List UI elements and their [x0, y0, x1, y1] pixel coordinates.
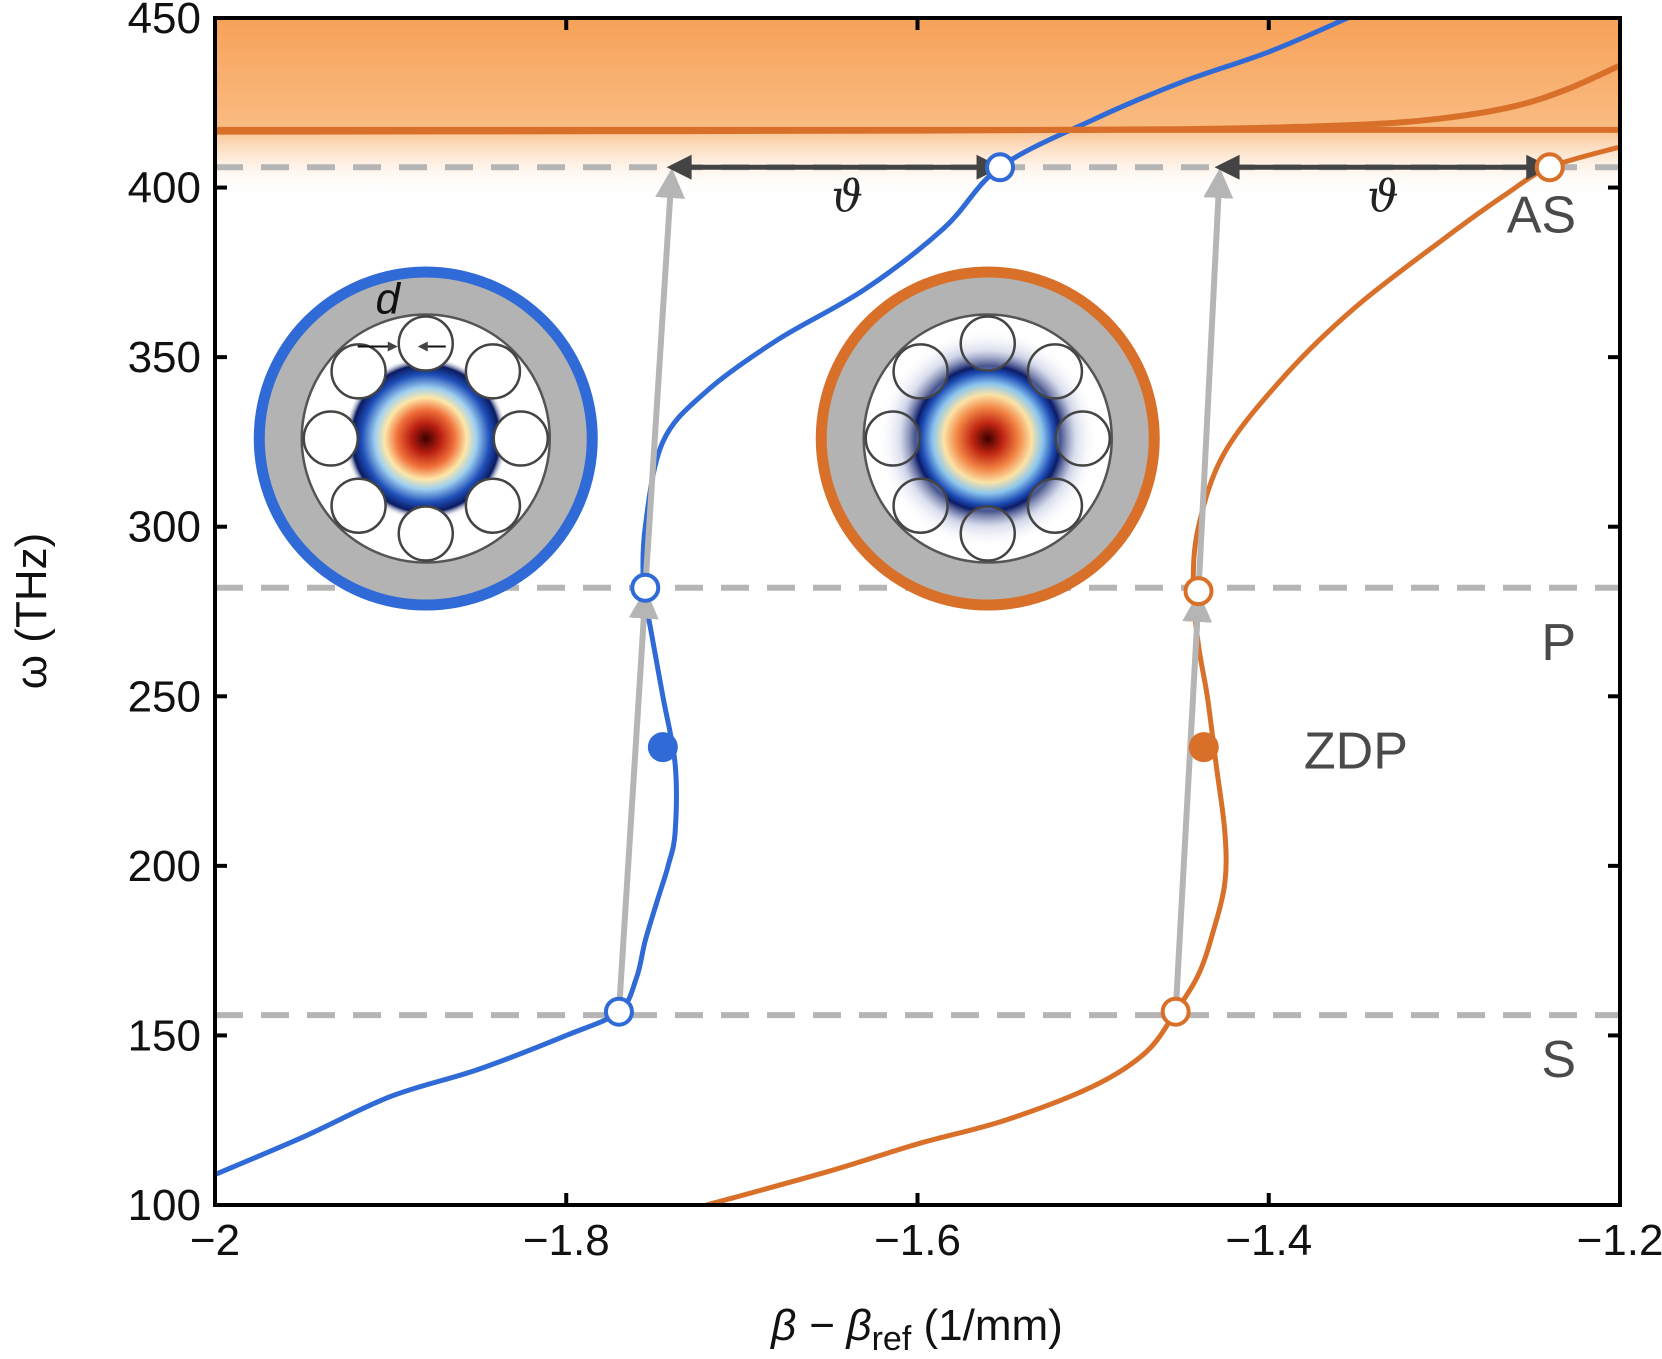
- overlays: ϑ ϑ AS P ZDP S: [603, 152, 1576, 1089]
- gap-label-d: d: [376, 275, 402, 324]
- y-tick-label-1: 150: [128, 1011, 201, 1060]
- capillary-4: [959, 505, 1016, 562]
- y-axis-title: ω (THz): [7, 533, 56, 690]
- label-s: S: [1541, 1031, 1576, 1089]
- x-tick-label-2: −1.6: [874, 1216, 961, 1265]
- plot-area: [215, 18, 1620, 1205]
- capillary-7: [330, 343, 387, 400]
- open-marker-4: [1183, 576, 1214, 607]
- y-tick-label-4: 300: [128, 503, 201, 552]
- capillary-5: [892, 477, 949, 534]
- fiber-inset-blue-fiber: d: [253, 266, 598, 611]
- capillary-0: [397, 315, 454, 372]
- y-tick-label-5: 350: [128, 333, 201, 382]
- x-tick-label-1: −1.8: [523, 1216, 610, 1265]
- capillary-4: [397, 505, 454, 562]
- label-as: AS: [1507, 187, 1576, 245]
- open-marker-5: [1534, 152, 1565, 183]
- x-tick-label-3: −1.4: [1225, 1216, 1312, 1265]
- y-tick-label-6: 400: [128, 164, 201, 213]
- x-axis-title-sub: ref: [872, 1320, 912, 1358]
- transition-arrow-3: [1195, 168, 1234, 592]
- open-marker-3: [1160, 996, 1191, 1027]
- zdp-marker-0: [647, 732, 678, 763]
- x-tick-label-4: −1.2: [1577, 1216, 1662, 1265]
- capillary-2: [1054, 410, 1111, 467]
- series-line-1: [706, 144, 1620, 1205]
- capillary-6: [864, 410, 921, 467]
- mode-field: [343, 356, 508, 521]
- x-axis-title: β − βref (1/mm): [769, 1301, 1063, 1358]
- label-zdp: ZDP: [1304, 723, 1408, 781]
- capillary-3: [464, 477, 522, 534]
- capillary-1: [1026, 343, 1084, 400]
- capillary-7: [892, 343, 949, 400]
- zdp-marker-1: [1188, 732, 1219, 763]
- x-axis-title-main: β − β: [769, 1301, 871, 1350]
- open-marker-1: [630, 572, 661, 603]
- capillary-6: [302, 410, 359, 467]
- x-tick-label-0: −2: [190, 1216, 240, 1265]
- capillary-1: [464, 343, 522, 400]
- phase-mismatch-label-1: ϑ: [1367, 171, 1398, 222]
- y-tick-label-7: 450: [128, 0, 201, 43]
- y-tick-label-3: 250: [128, 672, 201, 721]
- insets: d: [253, 266, 1160, 611]
- transition-arrow-1: [642, 168, 686, 588]
- transition-arrow-0: [615, 588, 659, 1012]
- capillary-5: [330, 477, 387, 534]
- x-axis-title-unit: (1/mm): [911, 1301, 1063, 1350]
- fiber-inset-orange-fiber: [815, 266, 1160, 611]
- capillary-2: [492, 410, 549, 467]
- transition-arrow-2: [1172, 591, 1213, 1012]
- y-tick-label-0: 100: [128, 1181, 201, 1230]
- open-marker-0: [603, 996, 634, 1027]
- label-p: P: [1541, 614, 1576, 672]
- capillary-0: [959, 315, 1016, 372]
- capillary-3: [1026, 477, 1084, 534]
- continuum-band: [215, 18, 1620, 198]
- y-tick-label-2: 200: [128, 842, 201, 891]
- open-marker-2: [985, 152, 1016, 183]
- axes: −2 −1.8 −1.6 −1.4 −1.2 100 150 200 250 300 350 400 4…: [128, 0, 1662, 1265]
- phase-mismatch-label-0: ϑ: [832, 171, 863, 222]
- mode-field: [877, 328, 1098, 549]
